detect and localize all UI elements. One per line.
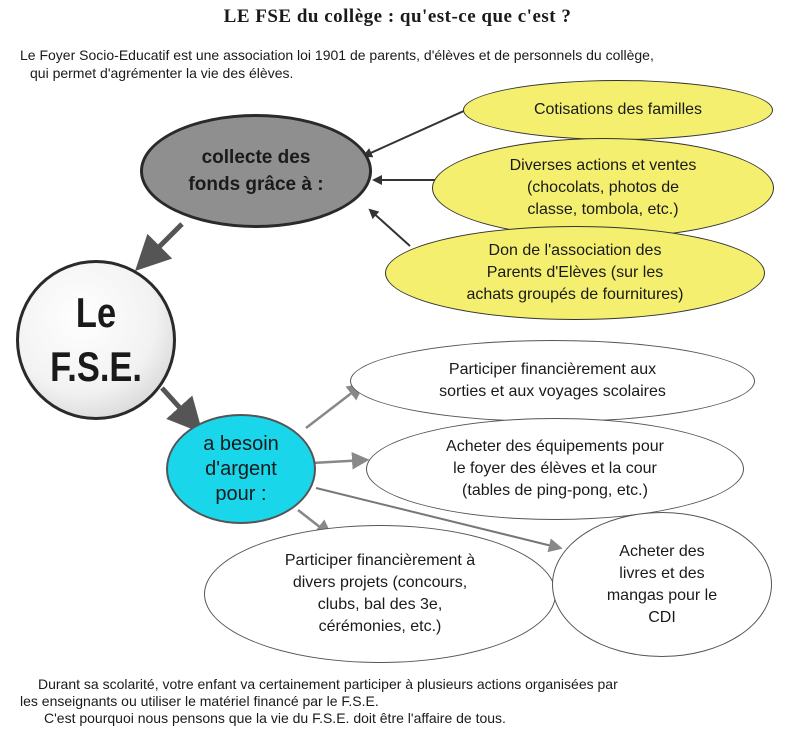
use-line: Participer financièrement aux [448, 361, 657, 378]
arrow-fse-besoin [160, 386, 203, 434]
use-cdi: Acheter des livres et des mangas pour le… [552, 512, 772, 657]
intro-line-1: Le Foyer Socio-Educatif est une associat… [20, 47, 654, 63]
use-line: clubs, bal des 3e, [317, 596, 443, 613]
footer-paragraph: Durant sa scolarité, votre enfant va cer… [20, 676, 785, 727]
arrow-besoin-equipements [311, 452, 370, 470]
arrow-besoin-sorties [305, 382, 365, 429]
use-line: CDI [648, 608, 676, 626]
use-line: divers projets (concours, [292, 574, 468, 591]
fse-line-2: F.S.E. [50, 343, 142, 390]
source-actions-ventes: Diverses actions et ventes (chocolats, p… [432, 138, 774, 238]
besoin-line-3: pour : [215, 482, 267, 505]
footer-line-3: C'est pourquoi nous pensons que la vie d… [44, 710, 506, 726]
use-line: Participer financièrement à [284, 552, 476, 569]
collecte-line-2: fonds grâce à : [188, 174, 324, 195]
source-line: (chocolats, photos de [526, 179, 680, 196]
source-line: classe, tombola, etc.) [527, 201, 679, 218]
intro-paragraph: Le Foyer Socio-Educatif est une associat… [20, 46, 785, 82]
besoin-line-2: d'argent [205, 457, 277, 480]
arrow-don [368, 208, 411, 247]
use-line: Acheter des [619, 542, 705, 560]
page-title: LE FSE du collège : qu'est-ce que c'est … [223, 6, 572, 27]
collecte-line-1: collecte des [201, 147, 311, 168]
use-line: livres et des [619, 564, 705, 582]
footer-line-1: Durant sa scolarité, votre enfant va cer… [38, 676, 618, 692]
arrow-besoin-cdi [315, 487, 563, 553]
use-line: cérémonies, etc.) [318, 618, 442, 635]
source-line: Parents d'Elèves (sur les [486, 264, 664, 281]
use-projets: Participer financièrement à divers proje… [204, 525, 556, 663]
use-equipements: Acheter des équipements pour le foyer de… [366, 418, 744, 520]
footer-line-2: les enseignants ou utiliser le matériel … [20, 693, 379, 709]
collecte-node: collecte des fonds grâce à : [140, 114, 372, 228]
use-sorties-voyages: Participer financièrement aux sorties et… [350, 340, 755, 422]
use-line: (tables de ping-pong, etc.) [462, 482, 648, 499]
arrow-cotisations [362, 109, 467, 158]
arrow-collecte-fse [135, 222, 184, 271]
fse-node: Le F.S.E. [16, 260, 176, 420]
besoin-line-1: a besoin [203, 432, 279, 455]
source-line: Diverses actions et ventes [509, 157, 697, 174]
source-line: Cotisations des familles [533, 101, 703, 118]
source-don-parents: Don de l'association des Parents d'Elève… [385, 226, 765, 320]
use-line: le foyer des élèves et la cour [453, 460, 657, 477]
source-cotisations: Cotisations des familles [463, 80, 773, 140]
use-line: Acheter des équipements pour [446, 438, 664, 455]
fse-line-1: Le [75, 289, 117, 336]
source-line: Don de l'association des [488, 242, 662, 259]
besoin-node: a besoin d'argent pour : [166, 414, 316, 524]
use-line: sorties et aux voyages scolaires [439, 383, 666, 400]
use-line: mangas pour le [606, 586, 718, 604]
source-line: achats groupés de fournitures) [466, 286, 684, 303]
intro-line-2: qui permet d'agrémenter la vie des élève… [30, 65, 294, 81]
